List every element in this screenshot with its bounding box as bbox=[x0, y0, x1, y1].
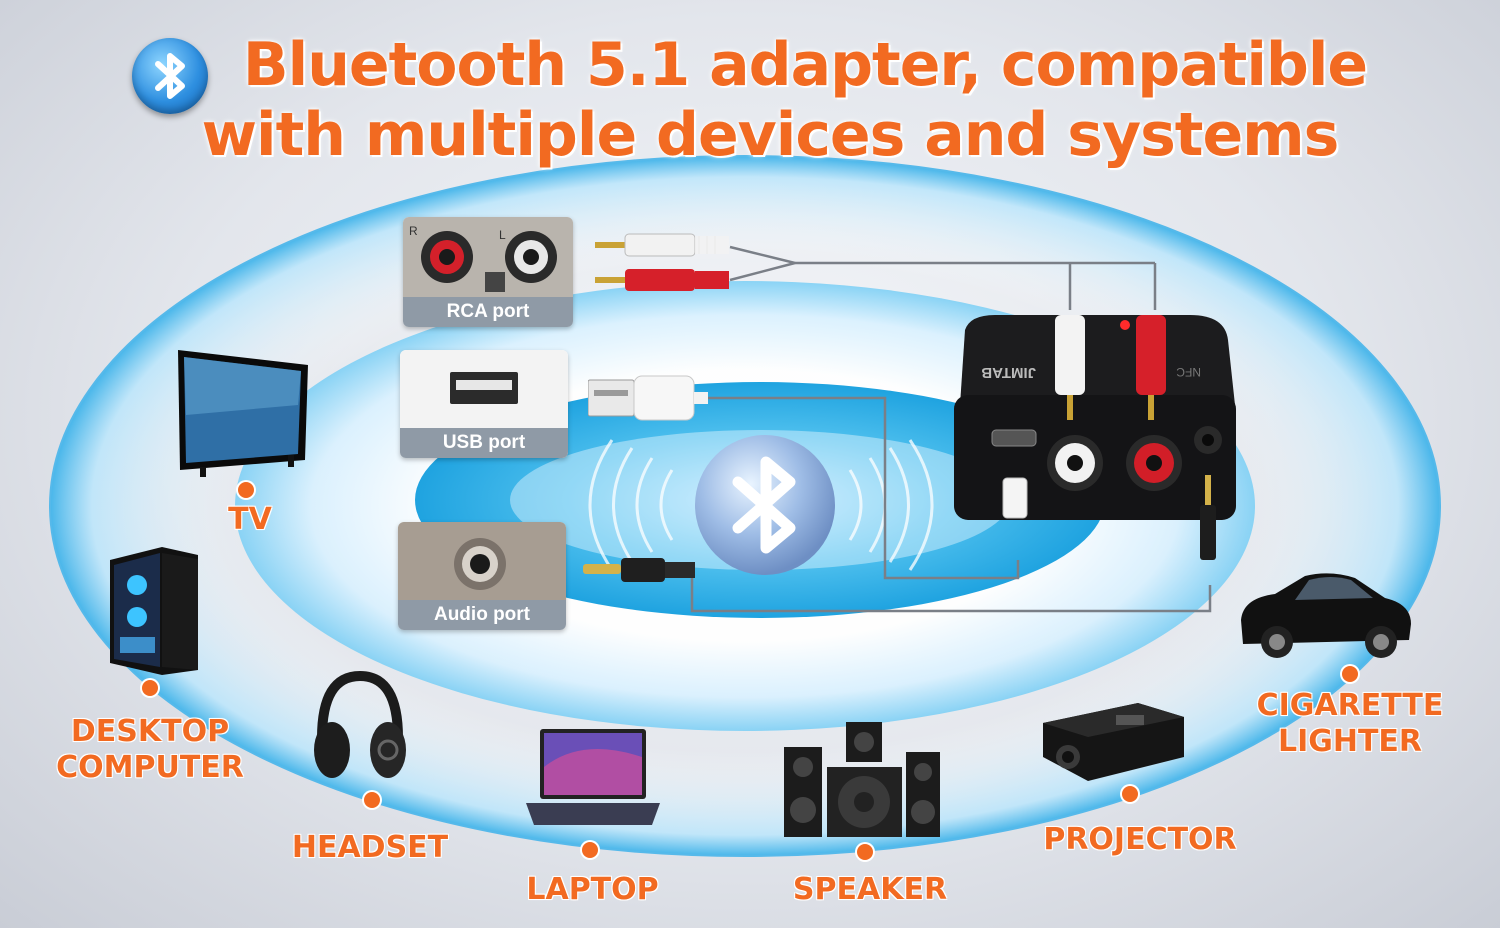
tv-dot bbox=[238, 482, 254, 498]
audio-port-icon bbox=[398, 522, 566, 600]
audio-port-card: Audio port bbox=[398, 522, 566, 630]
usb-plug bbox=[588, 375, 708, 421]
headline-line-2: with multiple devices and systems bbox=[201, 100, 1340, 170]
svg-text:L: L bbox=[499, 228, 506, 242]
projector-icon bbox=[1043, 703, 1184, 781]
car-dot bbox=[1342, 666, 1358, 682]
brand-text: JIMTAB bbox=[981, 364, 1036, 381]
rca-plugs bbox=[595, 233, 729, 291]
desktop-computer-icon bbox=[110, 547, 198, 675]
bluetooth-adapter: JIMTAB NFC bbox=[954, 315, 1236, 560]
car-label: CIGARETTE LIGHTER bbox=[1256, 688, 1444, 759]
cable-lines bbox=[690, 245, 1212, 613]
laptop-label: LAPTOP bbox=[526, 872, 659, 907]
projector-dot bbox=[1122, 786, 1138, 802]
tv-icon bbox=[178, 350, 308, 477]
headline: Bluetooth 5.1 adapter, compatible with m… bbox=[0, 30, 1500, 170]
headset-label: HEADSET bbox=[291, 830, 449, 865]
bluetooth-icon bbox=[132, 38, 208, 114]
headline-line-1: Bluetooth 5.1 adapter, compatible bbox=[242, 30, 1368, 100]
laptop-dot bbox=[582, 842, 598, 858]
desktop-dot bbox=[142, 680, 158, 696]
rca-port-card: R L RCA port bbox=[403, 217, 573, 327]
headset-icon bbox=[314, 670, 406, 778]
audio-plug bbox=[583, 558, 695, 582]
tv-label: TV bbox=[228, 502, 272, 537]
usb-port-card: USB port bbox=[400, 350, 568, 458]
svg-text:R: R bbox=[409, 224, 418, 238]
car-icon bbox=[1241, 573, 1411, 658]
usb-port-label: USB port bbox=[400, 428, 568, 458]
rca-port-icon: R L bbox=[403, 217, 573, 297]
projector-label: PROJECTOR bbox=[1043, 822, 1237, 857]
laptop-icon bbox=[526, 729, 660, 825]
usb-port-icon bbox=[400, 350, 568, 428]
bluetooth-center-icon bbox=[690, 430, 840, 580]
speaker-label: SPEAKER bbox=[792, 872, 948, 907]
desktop-label: DESKTOP COMPUTER bbox=[56, 714, 244, 785]
speaker-icon bbox=[784, 722, 940, 837]
speaker-dot bbox=[857, 844, 873, 860]
audio-port-label: Audio port bbox=[398, 600, 566, 630]
rca-port-label: RCA port bbox=[403, 297, 573, 327]
headset-dot bbox=[364, 792, 380, 808]
nfc-text: NFC bbox=[1176, 365, 1201, 379]
